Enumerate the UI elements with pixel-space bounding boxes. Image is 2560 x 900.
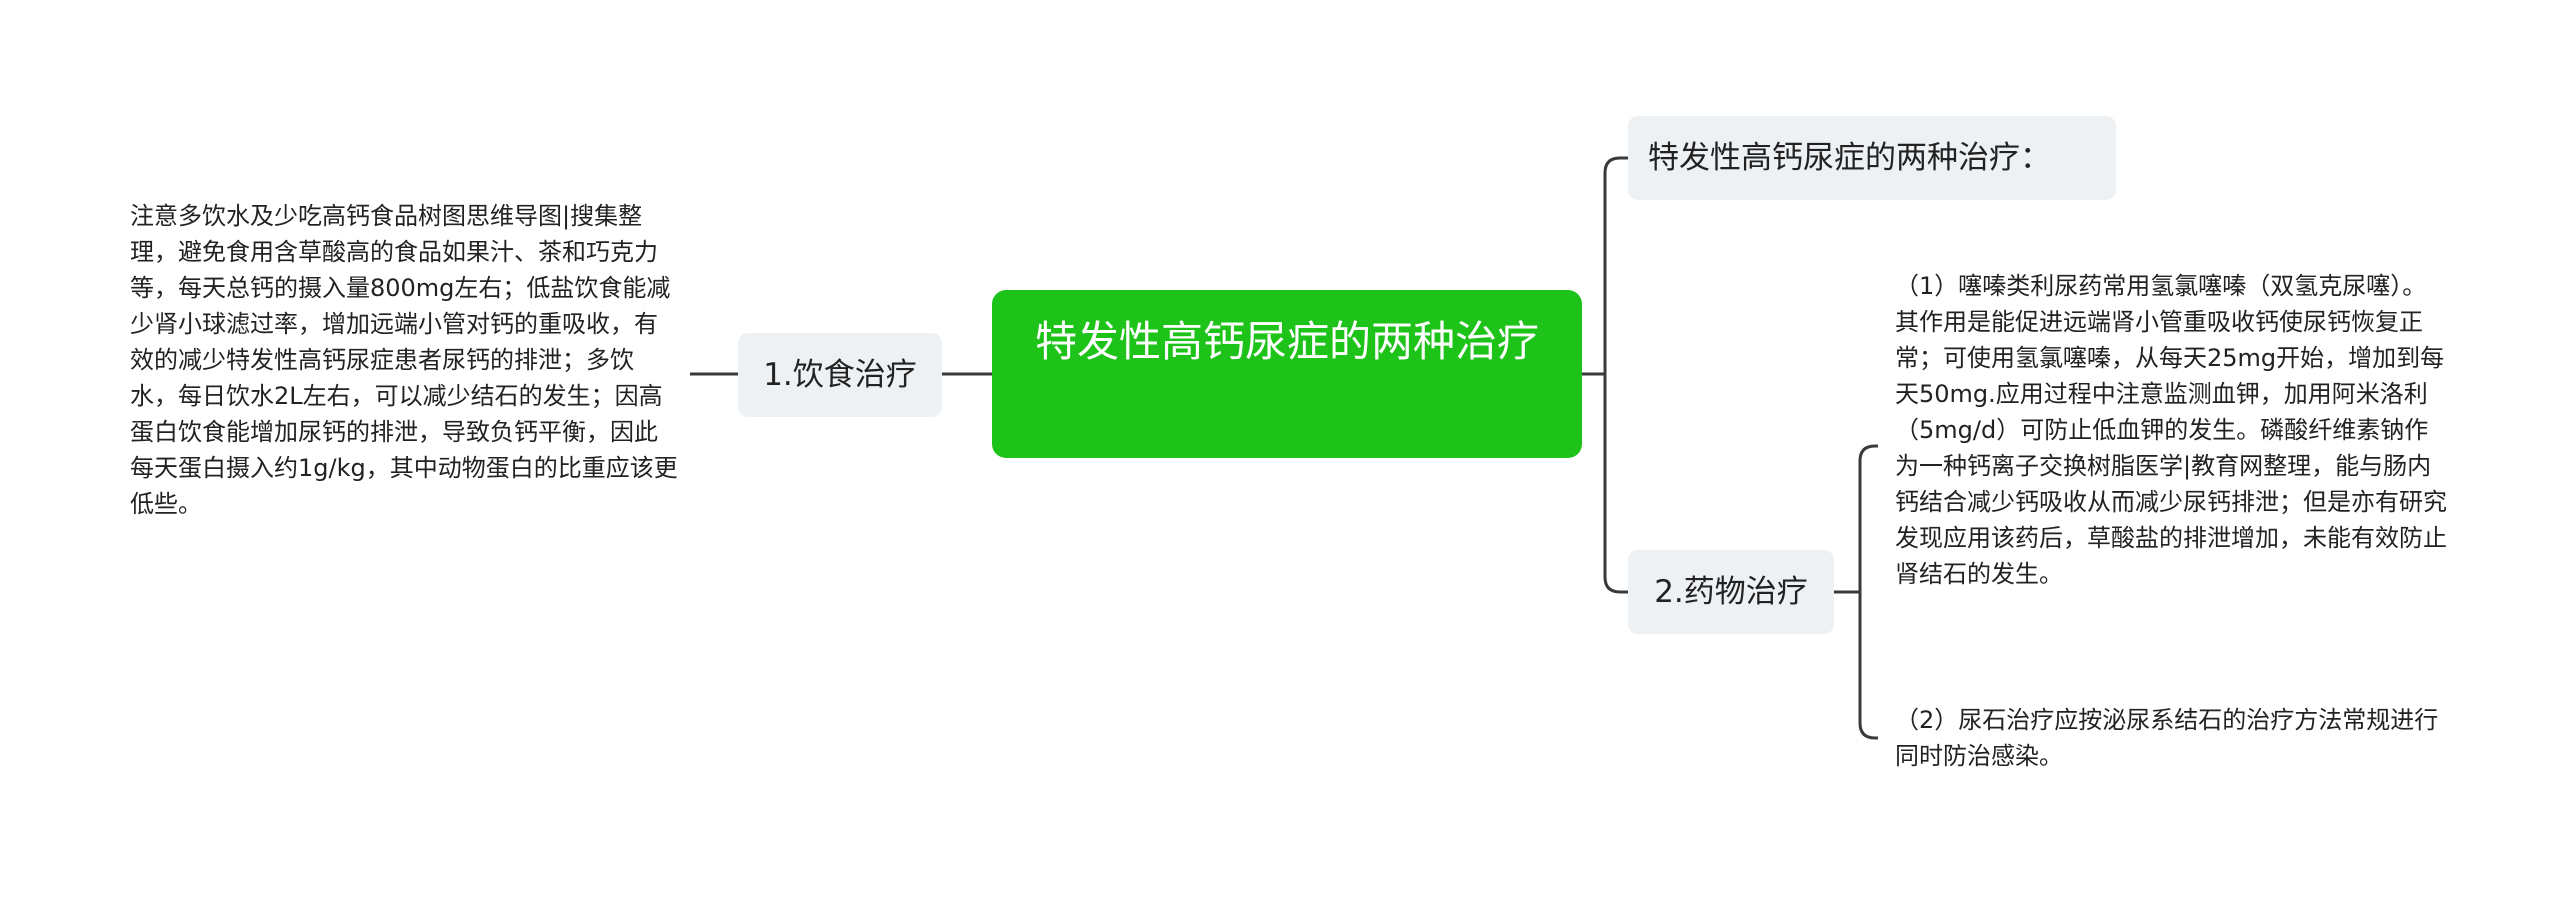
branch-drug-label: 2.药物治疗 xyxy=(1654,574,1808,610)
branch-two-treatments[interactable]: 特发性高钙尿症的两种治疗： xyxy=(1628,116,2116,200)
leaf-drug-text-2: （2）尿石治疗应按泌尿系结石的治疗方法常规进行同时防治感染。 xyxy=(1895,706,2439,770)
branch-diet-therapy[interactable]: 1.饮食治疗 xyxy=(738,333,942,417)
branch-two-treatments-label: 特发性高钙尿症的两种治疗： xyxy=(1648,140,2051,176)
leaf-diet-detail[interactable]: 注意多饮水及少吃高钙食品树图思维导图|搜集整理，避免食用含草酸高的食品如果汁、茶… xyxy=(130,198,678,522)
branch-drug-therapy[interactable]: 2.药物治疗 xyxy=(1628,550,1834,634)
leaf-drug-text-1: （1）噻嗪类利尿药常用氢氯噻嗪（双氢克尿噻）。其作用是能促进远端肾小管重吸收钙使… xyxy=(1895,272,2447,588)
connector-right-trunk xyxy=(1603,156,1628,594)
connector-drug-details xyxy=(1858,444,1878,740)
leaf-drug-detail-2[interactable]: （2）尿石治疗应按泌尿系结石的治疗方法常规进行同时防治感染。 xyxy=(1895,702,2450,774)
leaf-diet-text: 注意多饮水及少吃高钙食品树图思维导图|搜集整理，避免食用含草酸高的食品如果汁、茶… xyxy=(130,202,678,518)
branch-diet-label: 1.饮食治疗 xyxy=(763,357,917,393)
root-label: 特发性高钙尿症的两种治疗 xyxy=(1034,317,1539,366)
root-node[interactable]: 特发性高钙尿症的两种治疗 xyxy=(992,290,1582,458)
leaf-drug-detail-1[interactable]: （1）噻嗪类利尿药常用氢氯噻嗪（双氢克尿噻）。其作用是能促进远端肾小管重吸收钙使… xyxy=(1895,268,2450,592)
